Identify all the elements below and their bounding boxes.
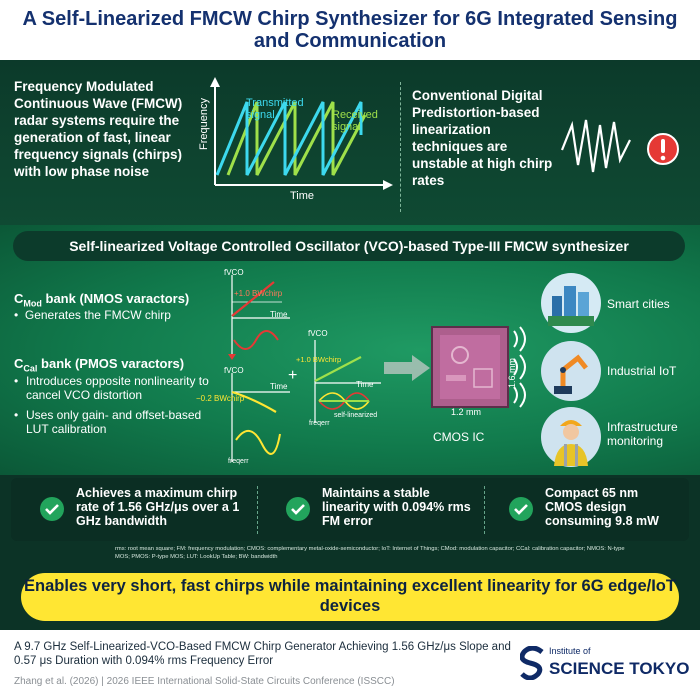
transmitted-label: Transmitted signal	[246, 97, 304, 121]
cmod-subscript: Mod	[23, 298, 42, 309]
cmod-bullet: • Generates the FMCW chirp	[14, 308, 171, 322]
chirp-graph: Frequency Time	[198, 77, 393, 202]
received-label: Received signal	[332, 109, 378, 133]
cmod-time-label: Time	[270, 310, 288, 319]
ccal-fvco-label: fVCO	[224, 366, 244, 375]
result-separator	[257, 486, 258, 534]
synthesizer-banner	[13, 231, 685, 261]
result-separator	[484, 486, 485, 534]
city-icon	[541, 273, 601, 333]
exclamation-circle-icon	[647, 133, 679, 165]
ccal-subscript: Cal	[23, 363, 38, 374]
graph-ylabel: Frequency	[198, 98, 210, 150]
unstable-chirp-line	[560, 119, 631, 173]
combined-fvco-label: fVCO	[308, 329, 328, 338]
conclusion-box	[21, 573, 679, 621]
self-linearized-label: self-linearized	[334, 412, 378, 419]
app-label-industrial-iot: Industrial IoT	[607, 364, 677, 378]
robot-arm-icon	[541, 341, 601, 401]
ccal-title-main: C	[14, 356, 24, 371]
combined-response-plots	[314, 340, 381, 423]
cmod-title-main: C	[14, 291, 24, 306]
intro-divider	[400, 82, 401, 212]
graph-xlabel: Time	[290, 190, 314, 202]
ccal-bullet-2: •Uses only gain- and offset-based LUT ca…	[14, 408, 224, 436]
conclusion-text: Enables very short, fast chirps while ma…	[24, 577, 676, 615]
header	[0, 0, 700, 60]
engineer-icon	[541, 407, 601, 467]
ccal-bullet-2-text: Uses only gain- and offset-based LUT cal…	[26, 408, 202, 436]
unstable-chirp-graphic	[560, 119, 631, 173]
ccal-bullet-1: •Introduces opposite nonlinearity to can…	[14, 374, 219, 402]
combined-freqerr-label: freqerr	[309, 420, 330, 427]
result-linearity: Maintains a stable linearity with 0.094%…	[322, 486, 471, 528]
abbreviations-footnote: rms: root mean square; FM: frequency mod…	[115, 546, 625, 560]
institute-label-small: Institute of	[549, 646, 591, 656]
combined-time-label: Time	[356, 380, 374, 389]
page-title: A Self-Linearized FMCW Chirp Synthesizer…	[22, 8, 678, 52]
paper-title: A 9.7 GHz Self-Linearized-VCO-Based FMCW…	[14, 641, 511, 667]
science-tokyo-logo	[520, 646, 544, 680]
cmod-response-plots	[228, 275, 290, 360]
app-label-infrastructure-monitoring: Infrastructure monitoring	[607, 420, 678, 448]
ccal-bank-title: CCal bank (PMOS varactors)	[14, 356, 184, 374]
ccal-freqerr-label: freqerr	[228, 458, 249, 465]
chip-width-label: 1.2 mm	[451, 407, 482, 417]
check-icon	[40, 497, 64, 521]
institute-label-big: SCIENCE TOKYO	[549, 659, 690, 678]
results-box	[11, 478, 689, 541]
cmod-bullet-text: Generates the FMCW chirp	[24, 308, 171, 322]
ccal-bullet-1-text: Introduces opposite nonlinearity to canc…	[26, 374, 209, 402]
ccal-time-label: Time	[270, 382, 288, 391]
cmos-ic-label: CMOS IC	[433, 430, 485, 444]
received-signal-line	[226, 101, 367, 176]
cmod-freqerr-curve	[233, 330, 279, 350]
arrow-right-icon	[384, 355, 430, 381]
cmod-title-rest: bank (NMOS varactors)	[41, 291, 190, 306]
graph-y-arrow	[210, 77, 220, 87]
result-chirp-rate: Achieves a maximum chirp rate of 1.56 GH…	[76, 486, 240, 528]
synthesizer-banner-text: Self-linearized Voltage Controlled Oscil…	[69, 238, 629, 254]
app-label-smart-cities: Smart cities	[607, 297, 670, 311]
combined-fvco-line	[314, 356, 362, 382]
cmod-fvco-label: fVCO	[224, 268, 244, 277]
ccal-response-plots	[231, 373, 290, 462]
ccal-title-rest: bank (PMOS varactors)	[37, 356, 185, 371]
check-icon	[509, 497, 533, 521]
wireless-signal-icon	[513, 326, 526, 408]
plus-sign: +	[288, 367, 298, 384]
cmod-bank-title: CMod bank (NMOS varactors)	[14, 291, 189, 309]
citation: Zhang et al. (2026) | 2026 IEEE Internat…	[14, 676, 395, 687]
ccal-freqerr-curve	[235, 430, 281, 455]
ccal-fvco-curve	[231, 390, 277, 413]
dpd-description: Conventional Digital Predistortion-based…	[412, 88, 553, 188]
combined-bw-label: +1.0 BWchirp	[296, 355, 342, 364]
cmod-fvco-curve	[231, 281, 275, 317]
footer	[0, 630, 700, 700]
cmos-chip-image	[431, 326, 509, 408]
ccal-bw-label: −0.2 BWchirp	[196, 394, 245, 403]
transmitted-signal-line	[215, 101, 363, 176]
check-icon	[286, 497, 310, 521]
result-power: Compact 65 nm CMOS design consuming 9.8 …	[545, 486, 659, 528]
cmod-bw-label: +1.0 BWchirp	[234, 289, 283, 298]
fmcw-description: Frequency Modulated Continuous Wave (FMC…	[14, 79, 183, 179]
graph-x-arrow	[383, 180, 393, 190]
